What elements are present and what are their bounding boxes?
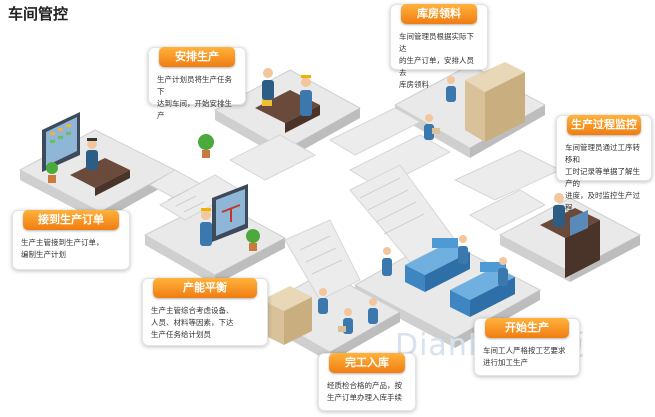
step-description: 生产主管综合考虑设备、 人员、材料等因素，下达 生产任务给计划员 (151, 306, 234, 339)
scale-board (212, 184, 248, 242)
manager-figure-3 (553, 193, 565, 227)
step-description: 经质检合格的产品，按 生产订单办理入库手续 (327, 381, 402, 402)
step-card-start-production: 开始生产 车间工人严格按工艺要求 进行加工生产 (474, 318, 580, 376)
step-description: 生产主管接到生产订单， 编制生产计划 (21, 238, 104, 259)
walkways (148, 107, 562, 301)
step-title: 安排生产 (159, 47, 235, 67)
manager-figure-1 (86, 138, 98, 170)
step-title: 库房领料 (401, 4, 477, 24)
step-title: 产能平衡 (153, 278, 257, 298)
step-card-warehouse-pick: 库房领料 车间管理员根据实际下达 的生产订单，安排人员去 库房领料 (390, 4, 488, 89)
boxes-warehouse (465, 62, 525, 142)
step-card-receive-order: 接到生产订单 生产主管接到生产订单， 编制生产计划 (12, 210, 130, 270)
step-title: 生产过程监控 (567, 115, 641, 135)
step-card-capacity: 产能平衡 生产主管综合考虑设备、 人员、材料等因素，下达 生产任务给计划员 (142, 278, 268, 346)
step-card-arrange: 安排生产 生产计划员将生产任务下 达到车间，开始安排生产 (148, 47, 246, 120)
plant-1 (46, 162, 58, 183)
page-title: 车间管控 (8, 5, 69, 23)
desk-monitor (540, 208, 600, 278)
step-description: 车间管理员通过工序转移和 工时记录等单据了解生产的 进度，及时监控生产过程 (565, 143, 640, 212)
worker-figures-storage (318, 288, 378, 334)
step-description: 生产计划员将生产任务下 达到车间，开始安排生产 (157, 75, 232, 120)
board-receive (42, 112, 80, 172)
worker-figures-production (382, 235, 508, 286)
step-description: 车间工人严格按工艺要求 进行加工生产 (483, 346, 566, 367)
plant-3 (198, 134, 214, 158)
plant-2 (246, 229, 260, 251)
step-description: 车间管理员根据实际下达 的生产订单，安排人员去 库房领料 (399, 32, 474, 89)
step-card-finish-storage: 完工入库 经质检合格的产品，按 生产订单办理入库手续 (318, 353, 416, 411)
desk-receive (70, 158, 130, 196)
planner-figures (262, 68, 312, 116)
stairs (167, 177, 425, 275)
manager-figure-2 (200, 208, 212, 246)
step-title: 接到生产订单 (23, 210, 119, 230)
worker-figures-warehouse (424, 76, 456, 140)
step-title: 开始生产 (485, 318, 569, 338)
step-title: 完工入库 (329, 353, 405, 373)
step-card-process-monitor: 生产过程监控 车间管理员通过工序转移和 工时记录等单据了解生产的 进度，及时监控… (556, 115, 652, 212)
